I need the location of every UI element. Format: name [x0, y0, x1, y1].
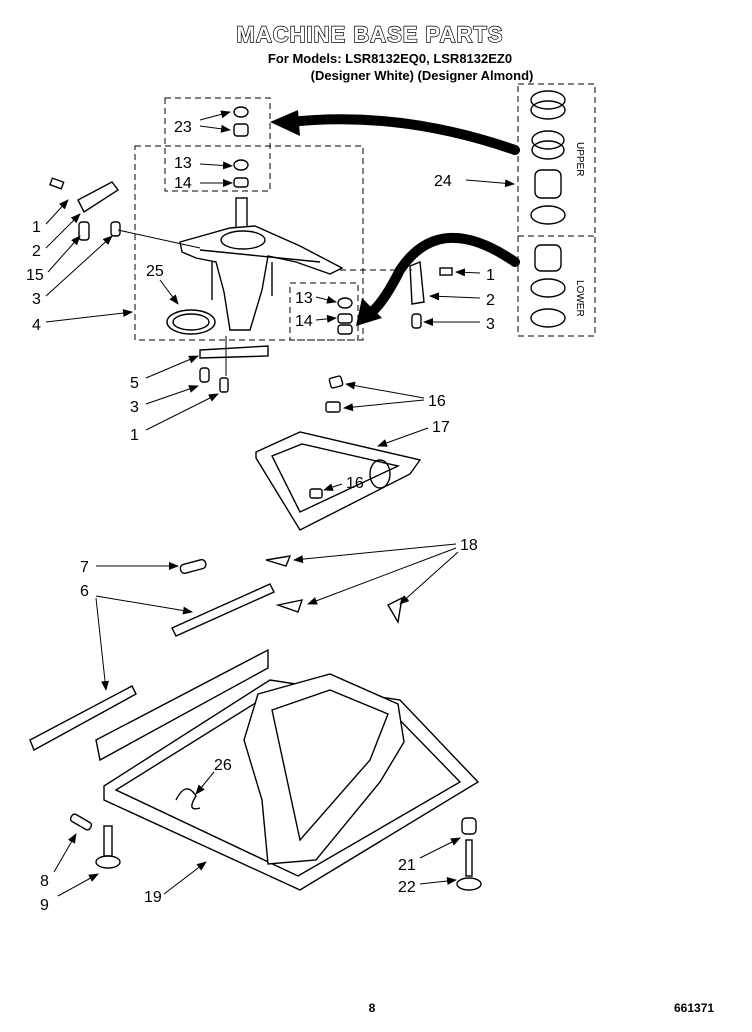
callout-1-left: 1 [32, 219, 41, 236]
bearing-13-lower [337, 297, 353, 309]
upper-label: UPPER [574, 142, 585, 176]
callout-17: 17 [432, 419, 450, 436]
callout-2-left: 2 [32, 243, 41, 260]
callout-24: 24 [434, 173, 452, 190]
bearing-23 [233, 106, 249, 137]
callout-25: 25 [146, 263, 164, 280]
callout-4: 4 [32, 317, 41, 334]
sleeve-21 [461, 817, 477, 835]
frame-17 [255, 375, 422, 531]
rail-6-upper [171, 583, 275, 637]
lower-curved-arrow [367, 232, 520, 317]
callout-15: 15 [26, 267, 44, 284]
washer-14-lower [337, 313, 353, 324]
right-hardware [340, 261, 453, 329]
seal-kit-24: UPPER LOWER [530, 90, 585, 328]
callout-13-upper: 13 [174, 155, 192, 172]
callout-16-upper: 16 [428, 393, 446, 410]
upper-curved-arrow [285, 114, 520, 155]
callout-7: 7 [80, 559, 89, 576]
callout-3-mid: 3 [130, 399, 139, 416]
bracket-5 [199, 345, 269, 359]
callout-9: 9 [40, 897, 49, 914]
leveling-foot-9 [95, 855, 121, 869]
seal-25 [166, 309, 216, 335]
transmission-box [134, 145, 364, 341]
page-title: MACHINE BASE PARTS [237, 22, 504, 47]
lower-label: LOWER [574, 280, 585, 317]
callout-18: 18 [460, 537, 478, 554]
callouts: 23 13 14 1 2 15 3 25 4 24 1 2 3 13 14 5 … [26, 110, 515, 914]
callout-14-lower: 14 [295, 313, 313, 330]
top-assembly: UPPER LOWER [49, 83, 596, 393]
callout-19: 19 [144, 889, 162, 906]
callout-6: 6 [80, 583, 89, 600]
callout-8: 8 [40, 873, 49, 890]
callout-1-mid: 1 [130, 427, 139, 444]
callout-13-lower: 13 [295, 290, 313, 307]
callout-5: 5 [130, 375, 139, 392]
washer-14-upper [233, 177, 249, 188]
callout-3-left: 3 [32, 291, 41, 308]
callout-3-right: 3 [486, 316, 495, 333]
leveling-foot-22 [456, 877, 482, 891]
seal-kit-box [517, 83, 596, 337]
models-line: For Models: LSR8132EQ0, LSR8132EZ0 [268, 51, 512, 66]
callout-22: 22 [398, 879, 416, 896]
bearing-detail-box [164, 97, 271, 192]
callout-23: 23 [174, 119, 192, 136]
callout-2-right: 2 [486, 292, 495, 309]
variants-line: (Designer White) (Designer Almond) [311, 68, 534, 83]
callout-21: 21 [398, 857, 416, 874]
callout-16-lower: 16 [346, 475, 364, 492]
document-number: 661371 [674, 1001, 714, 1015]
foot-pad-8 [69, 813, 93, 831]
pin-7 [179, 558, 207, 574]
callout-26: 26 [214, 757, 232, 774]
bearing-13-upper [233, 159, 249, 171]
callout-1-right: 1 [486, 267, 495, 284]
rail-6-lower [29, 685, 137, 751]
page-number: 8 [369, 1001, 376, 1015]
base-assembly [29, 555, 482, 891]
left-hardware [49, 177, 201, 249]
callout-14-upper: 14 [174, 175, 192, 192]
lower-bearing-box [289, 282, 359, 341]
spring-26 [175, 788, 201, 810]
